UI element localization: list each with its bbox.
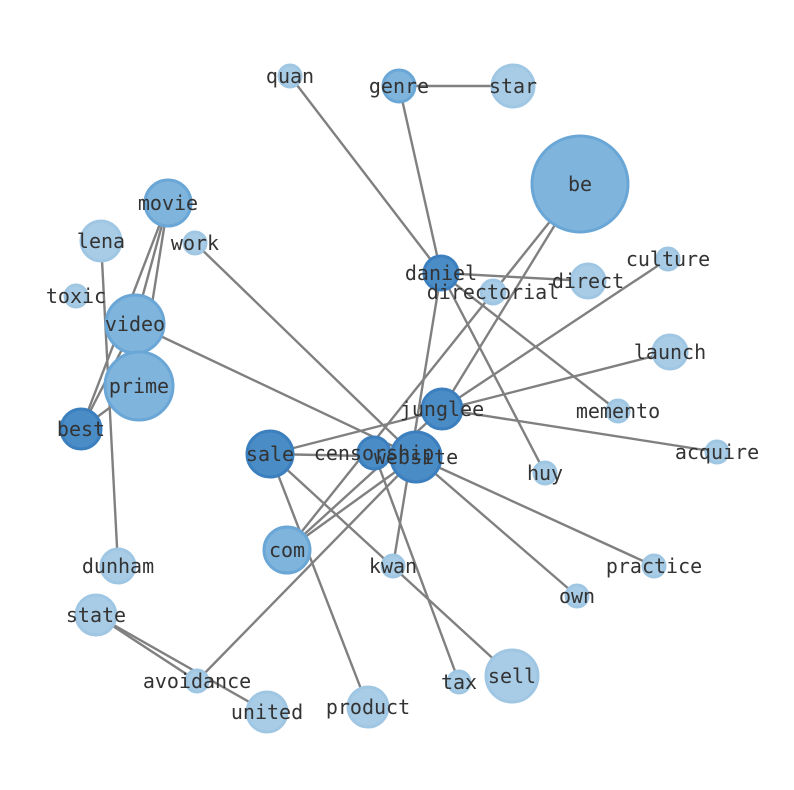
- edge-be-com: [285, 182, 582, 552]
- node-label-huy: huy: [527, 461, 563, 485]
- node-junglee[interactable]: [420, 387, 464, 431]
- node-label-movie: movie: [138, 191, 198, 215]
- node-direct[interactable]: [569, 262, 607, 300]
- node-com[interactable]: [262, 525, 312, 575]
- edge-video-website: [133, 322, 418, 459]
- node-own[interactable]: [564, 583, 590, 609]
- node-layer: [59, 63, 730, 734]
- node-movie[interactable]: [143, 178, 193, 228]
- node-label-censorship: censorship: [314, 441, 434, 465]
- node-label-state: state: [66, 603, 126, 627]
- node-state[interactable]: [74, 593, 118, 637]
- node-lena[interactable]: [79, 219, 123, 263]
- node-label-own: own: [559, 584, 595, 608]
- node-label-star: star: [489, 74, 537, 98]
- node-label-launch: launch: [634, 340, 706, 364]
- node-label-lena: lena: [77, 229, 125, 253]
- node-launch[interactable]: [651, 333, 689, 371]
- node-label-be: be: [568, 172, 592, 196]
- node-label-com: com: [269, 538, 305, 562]
- edge-launch-sale: [268, 350, 672, 456]
- node-label-acquire: acquire: [675, 440, 759, 464]
- node-product[interactable]: [346, 685, 390, 729]
- node-star[interactable]: [490, 63, 536, 109]
- node-label-culture: culture: [626, 247, 710, 271]
- node-label-tax: tax: [441, 670, 477, 694]
- edge-culture-junglee: [440, 257, 670, 411]
- node-label-dunham: dunham: [82, 554, 154, 578]
- edge-website-com: [285, 455, 418, 552]
- edge-junglee-acquire: [440, 407, 719, 454]
- node-dunham[interactable]: [99, 547, 137, 585]
- node-be[interactable]: [530, 134, 630, 234]
- node-work[interactable]: [182, 230, 208, 256]
- node-label-direct: direct: [552, 269, 624, 293]
- node-label-practice: practice: [606, 554, 702, 578]
- edge-quan-daniel: [288, 74, 443, 275]
- node-label-sell: sell: [488, 664, 536, 688]
- edge-daniel-huy: [439, 271, 547, 475]
- node-sale[interactable]: [245, 429, 295, 479]
- node-label-product: product: [326, 695, 410, 719]
- node-label-toxic: toxic: [46, 284, 106, 308]
- edge-sale-product: [268, 452, 370, 709]
- node-united[interactable]: [245, 690, 289, 734]
- node-label-kwan: kwan: [369, 554, 417, 578]
- node-label-website: website: [374, 445, 458, 469]
- node-prime[interactable]: [103, 350, 175, 422]
- node-practice[interactable]: [641, 553, 667, 579]
- edge-state-united: [94, 613, 269, 714]
- node-culture[interactable]: [655, 246, 681, 272]
- node-label-daniel: daniel: [405, 261, 477, 285]
- node-directorial[interactable]: [479, 278, 507, 306]
- node-label-prime: prime: [109, 374, 169, 398]
- node-tax[interactable]: [446, 669, 472, 695]
- node-label-united: united: [231, 700, 303, 724]
- edge-work-website: [193, 241, 418, 459]
- node-best[interactable]: [59, 407, 103, 451]
- node-toxic[interactable]: [63, 283, 89, 309]
- node-quan[interactable]: [277, 63, 303, 89]
- node-acquire[interactable]: [704, 439, 730, 465]
- node-label-memento: memento: [576, 399, 660, 423]
- edge-website-avoidance: [195, 455, 418, 683]
- node-label-quan: quan: [266, 64, 314, 88]
- node-label-work: work: [171, 231, 219, 255]
- node-huy[interactable]: [532, 460, 558, 486]
- edge-censorship-tax: [372, 451, 461, 684]
- node-label-genre: genre: [369, 74, 429, 98]
- node-website[interactable]: [389, 430, 443, 484]
- node-label-video: video: [105, 312, 165, 336]
- edge-genre-daniel: [397, 84, 443, 275]
- edge-daniel-memento: [439, 271, 620, 413]
- edge-website-practice: [414, 455, 656, 568]
- edge-daniel-kwan: [391, 271, 443, 568]
- node-daniel[interactable]: [422, 254, 460, 292]
- node-label-sale: sale: [246, 442, 294, 466]
- node-label-junglee: junglee: [400, 397, 484, 421]
- node-label-avoidance: avoidance: [143, 669, 251, 693]
- node-label-best: best: [57, 417, 105, 441]
- node-memento[interactable]: [605, 398, 631, 424]
- node-label-directorial: directorial: [427, 280, 559, 304]
- node-avoidance[interactable]: [184, 668, 210, 694]
- node-kwan[interactable]: [380, 553, 406, 579]
- edge-daniel-direct: [439, 271, 590, 283]
- node-sell[interactable]: [484, 648, 540, 704]
- node-genre[interactable]: [381, 68, 417, 104]
- edge-website-own: [414, 455, 579, 598]
